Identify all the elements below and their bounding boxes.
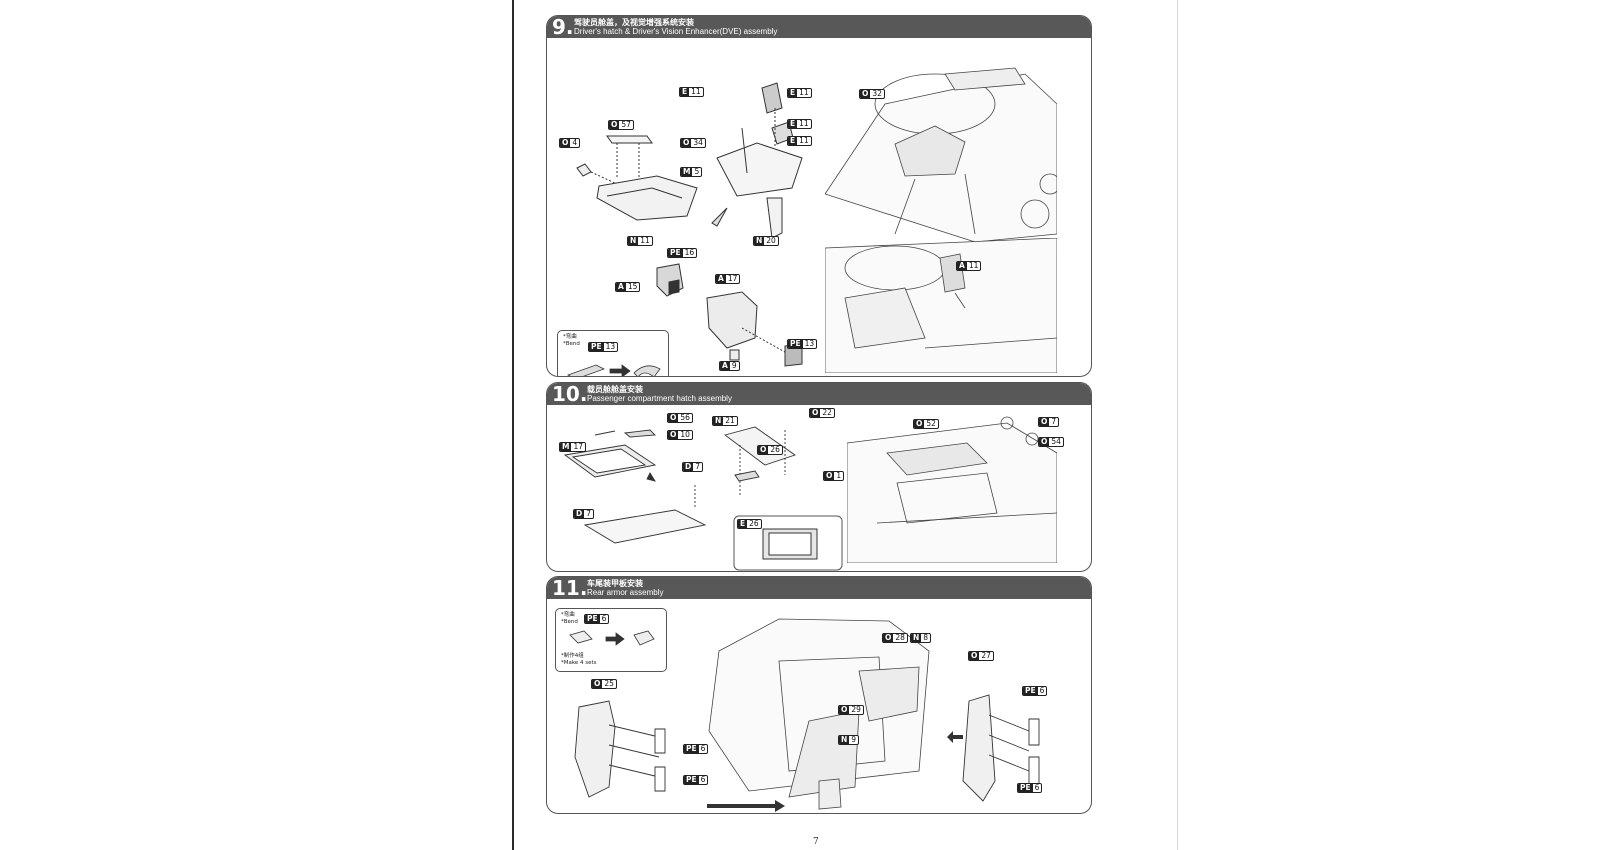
driver-hatch-parts-drawing xyxy=(557,48,817,248)
step-9-header: 9. 驾驶员舱盖，及视觉增强系统安装 Driver's hatch & Driv… xyxy=(547,15,1091,39)
step-11-panel: 11. 车尾装甲板安装 Rear armor assembly *弯曲 *Ben… xyxy=(546,576,1092,814)
step-10-header: 10. 载员舱舱盖安装 Passenger compartment hatch … xyxy=(547,382,1091,406)
instruction-page: 9. 驾驶员舱盖，及视觉增强系统安装 Driver's hatch & Driv… xyxy=(512,0,1178,850)
periscope-parts-drawing xyxy=(617,258,817,376)
note-text-cn: *弯曲 xyxy=(563,334,577,340)
step-number: 11. xyxy=(552,576,588,600)
bend-diagram xyxy=(566,364,661,376)
note-text-en: *Bend xyxy=(563,341,580,347)
hull-rear-view xyxy=(689,611,939,811)
note-text-cn: *制作4组 xyxy=(561,653,584,659)
step-title-cn: 车尾装甲板安装 xyxy=(587,579,643,588)
step-title-cn: 驾驶员舱盖，及视觉增强系统安装 xyxy=(574,18,694,27)
step-number: 9. xyxy=(552,15,574,39)
step-title-en: Driver's hatch & Driver's Vision Enhance… xyxy=(574,27,778,36)
hatch-detail-box xyxy=(733,515,843,571)
step-title-en: Passenger compartment hatch assembly xyxy=(587,394,732,403)
hull-view-lower xyxy=(825,238,1057,373)
step-10-panel: 10. 载员舱舱盖安装 Passenger compartment hatch … xyxy=(546,382,1092,572)
assembly-arrow-right xyxy=(707,799,787,813)
hull-view-hatch xyxy=(847,413,1057,563)
hull-view-upper xyxy=(825,64,1057,244)
rear-armor-right-drawing xyxy=(959,691,1069,811)
step-title-cn: 载员舱舱盖安装 xyxy=(587,385,643,394)
step-title-en: Rear armor assembly xyxy=(587,588,664,597)
note-text-en: *Make 4 sets xyxy=(561,660,597,666)
bend-diagram xyxy=(569,630,655,646)
assembly-arrow-left xyxy=(947,731,963,743)
step-9-panel: 9. 驾驶员舱盖，及视觉增强系统安装 Driver's hatch & Driv… xyxy=(546,15,1092,377)
note-text-cn: *弯曲 xyxy=(561,612,575,618)
step-11-header: 11. 车尾装甲板安装 Rear armor assembly xyxy=(547,576,1091,600)
note-text-en: *Bend xyxy=(561,619,578,625)
page-edge xyxy=(1177,0,1178,850)
rear-armor-left-drawing xyxy=(569,697,689,807)
step-number: 10. xyxy=(552,382,588,406)
page-number: 7 xyxy=(813,837,819,847)
